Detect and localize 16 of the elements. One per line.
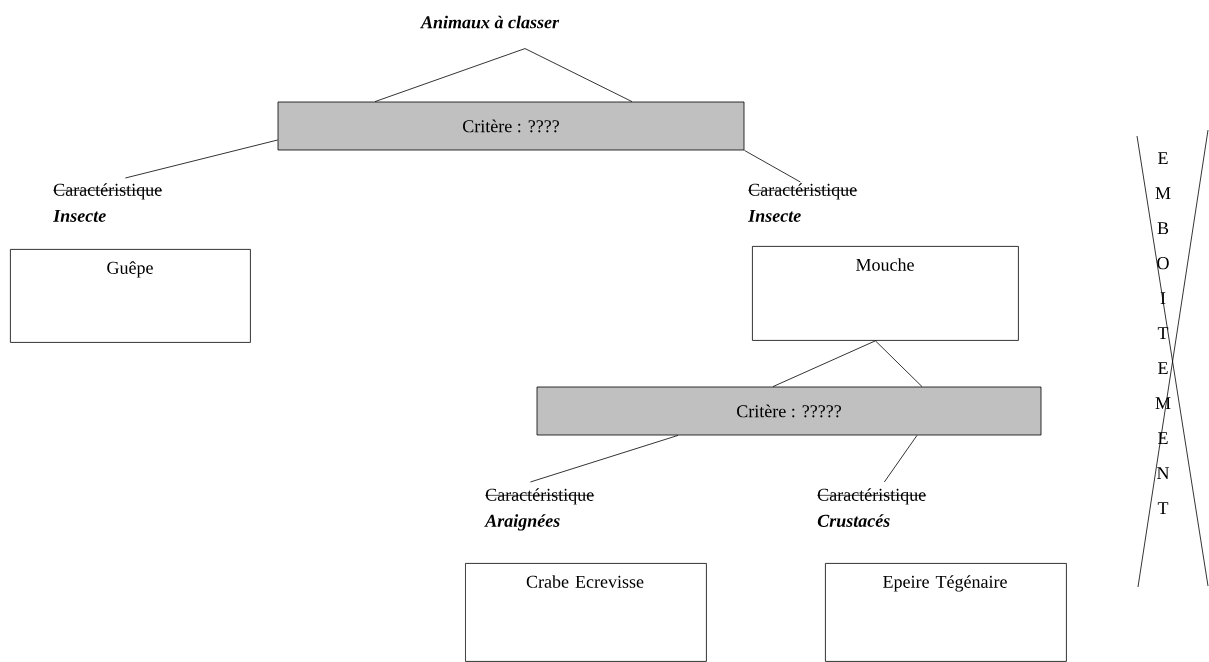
connector-line [875, 340, 923, 387]
animal-box: Crabe Ecrevisse [465, 563, 707, 662]
heading-text: Animaux à classer [420, 15, 560, 29]
criterion-box: Critère : ???? [277, 101, 745, 151]
connector-line [744, 150, 801, 183]
connector-line [524, 48, 633, 102]
connector-line [374, 48, 526, 102]
animal-box: Guêpe [10, 249, 251, 343]
connector-line [883, 435, 918, 483]
animal-box: Mouche [752, 246, 1019, 341]
vertical-word: EMBOITEMENT [1155, 152, 1171, 514]
animal-box: Epeire Tégénaire [825, 563, 1067, 662]
connector-line [529, 435, 679, 483]
connector-line [772, 340, 876, 387]
criterion-box: Critère : ????? [536, 386, 1042, 436]
connector-line [124, 139, 278, 179]
